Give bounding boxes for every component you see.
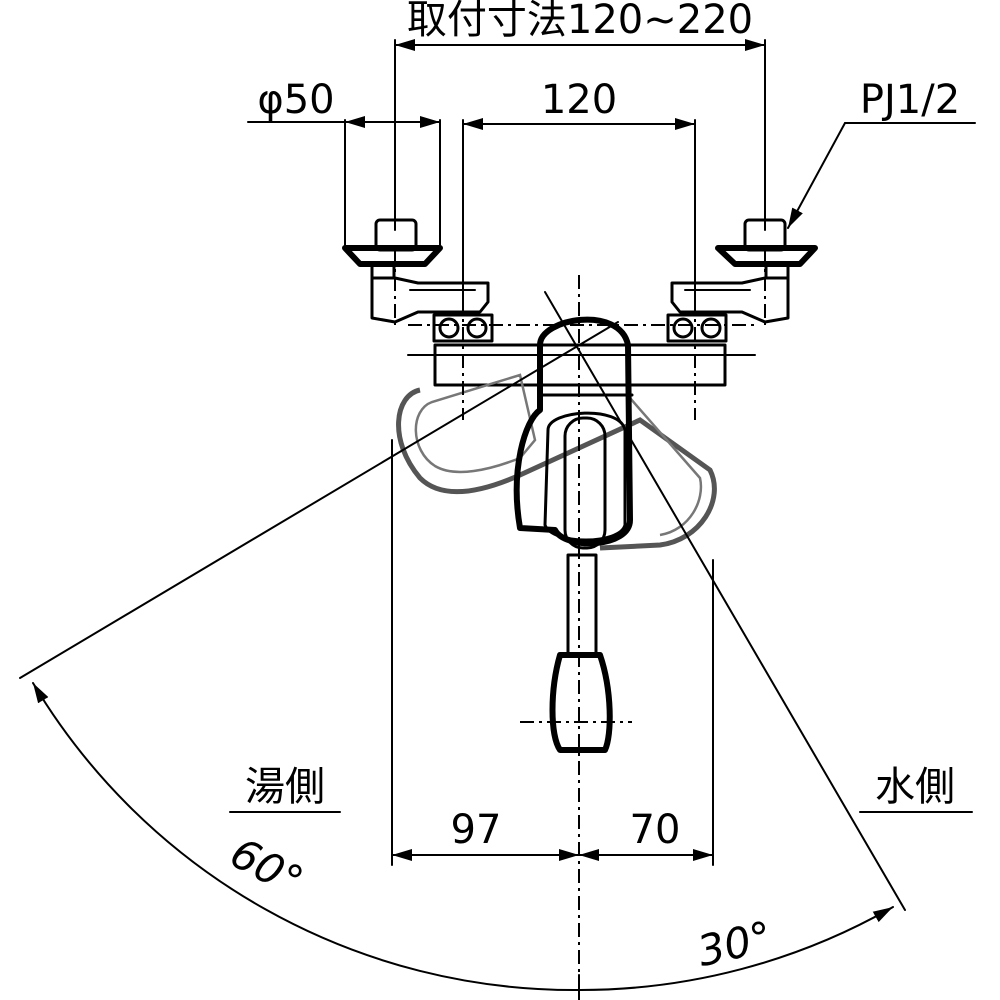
hot-side-label: 湯側 bbox=[245, 764, 325, 810]
left-inlet-fitting bbox=[342, 218, 494, 343]
mixer-body bbox=[407, 343, 756, 387]
thread-leader: PJ1/2 bbox=[787, 77, 976, 229]
hot-angle-label: 60° bbox=[222, 828, 311, 906]
cold-side: 水側 bbox=[859, 764, 973, 813]
mount-range-label: 取付寸法120~220 bbox=[407, 0, 753, 43]
hot-side: 湯側 bbox=[229, 764, 341, 813]
cold-angle-label: 30° bbox=[693, 912, 777, 976]
center-lines bbox=[394, 250, 766, 1000]
cold-side-label: 水側 bbox=[875, 764, 955, 810]
thread-label: PJ1/2 bbox=[860, 77, 960, 123]
rotation-arc bbox=[19, 291, 906, 1000]
diameter-dimension: φ50 bbox=[247, 77, 441, 246]
inlet-spacing-label: 120 bbox=[541, 77, 617, 123]
diameter-label: φ50 bbox=[257, 77, 334, 123]
right-offset-label: 70 bbox=[630, 807, 681, 853]
spout-handle bbox=[513, 316, 634, 753]
offset-dimensions: 97 70 bbox=[391, 439, 714, 866]
right-inlet-fitting bbox=[666, 218, 818, 343]
lever-rotated-outline bbox=[396, 373, 717, 551]
inlet-spacing-dimension: 120 bbox=[462, 77, 696, 301]
left-offset-label: 97 bbox=[451, 807, 502, 853]
mount-range-dimension: 取付寸法120~220 bbox=[394, 0, 766, 231]
